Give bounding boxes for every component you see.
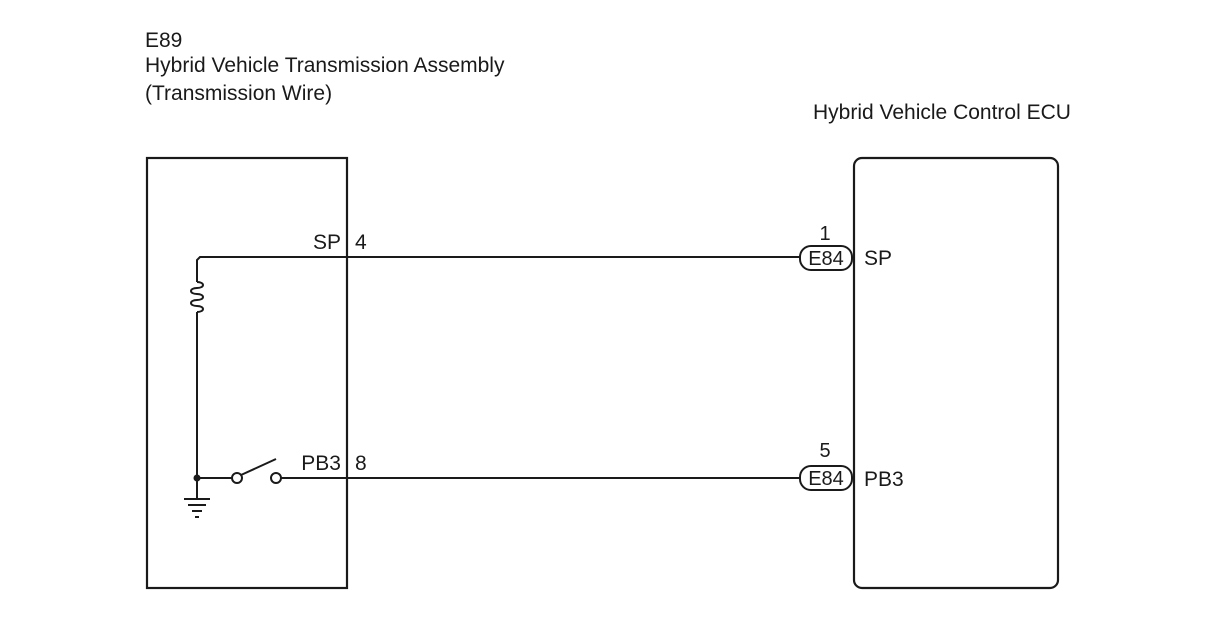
ecu-terminal-name-sp: SP xyxy=(864,247,892,270)
connector-badge-sp xyxy=(799,245,853,271)
coil-icon xyxy=(190,256,347,478)
ecu-box xyxy=(852,156,1060,590)
ecu-pin-sp: 1 xyxy=(819,223,830,245)
ecu-terminal-name-pb3: PB3 xyxy=(864,468,904,491)
switch-icon xyxy=(193,458,347,484)
left-component-subname: (Transmission Wire) xyxy=(145,82,332,105)
connector-badge-pb3 xyxy=(799,465,853,491)
ecu-connector-sp: E84 xyxy=(808,248,844,270)
circuit-pb3: PB3 8 5 E84 PB3 xyxy=(301,440,904,491)
transmission-assembly-box xyxy=(145,156,349,590)
left-terminal-name-pb3: PB3 xyxy=(301,452,341,475)
left-terminal-name-sp: SP xyxy=(313,231,341,254)
ecu-connector-pb3: E84 xyxy=(808,468,844,490)
ground-icon xyxy=(184,478,210,518)
ecu-pin-pb3: 5 xyxy=(819,440,830,462)
right-component-name: Hybrid Vehicle Control ECU xyxy=(813,101,1071,124)
left-component-name: Hybrid Vehicle Transmission Assembly xyxy=(145,54,505,77)
left-pin-pb3: 8 xyxy=(355,452,367,475)
circuit-sp: SP 4 1 E84 SP xyxy=(313,223,892,271)
left-connector-code: E89 xyxy=(145,29,182,52)
left-pin-sp: 4 xyxy=(355,231,367,254)
